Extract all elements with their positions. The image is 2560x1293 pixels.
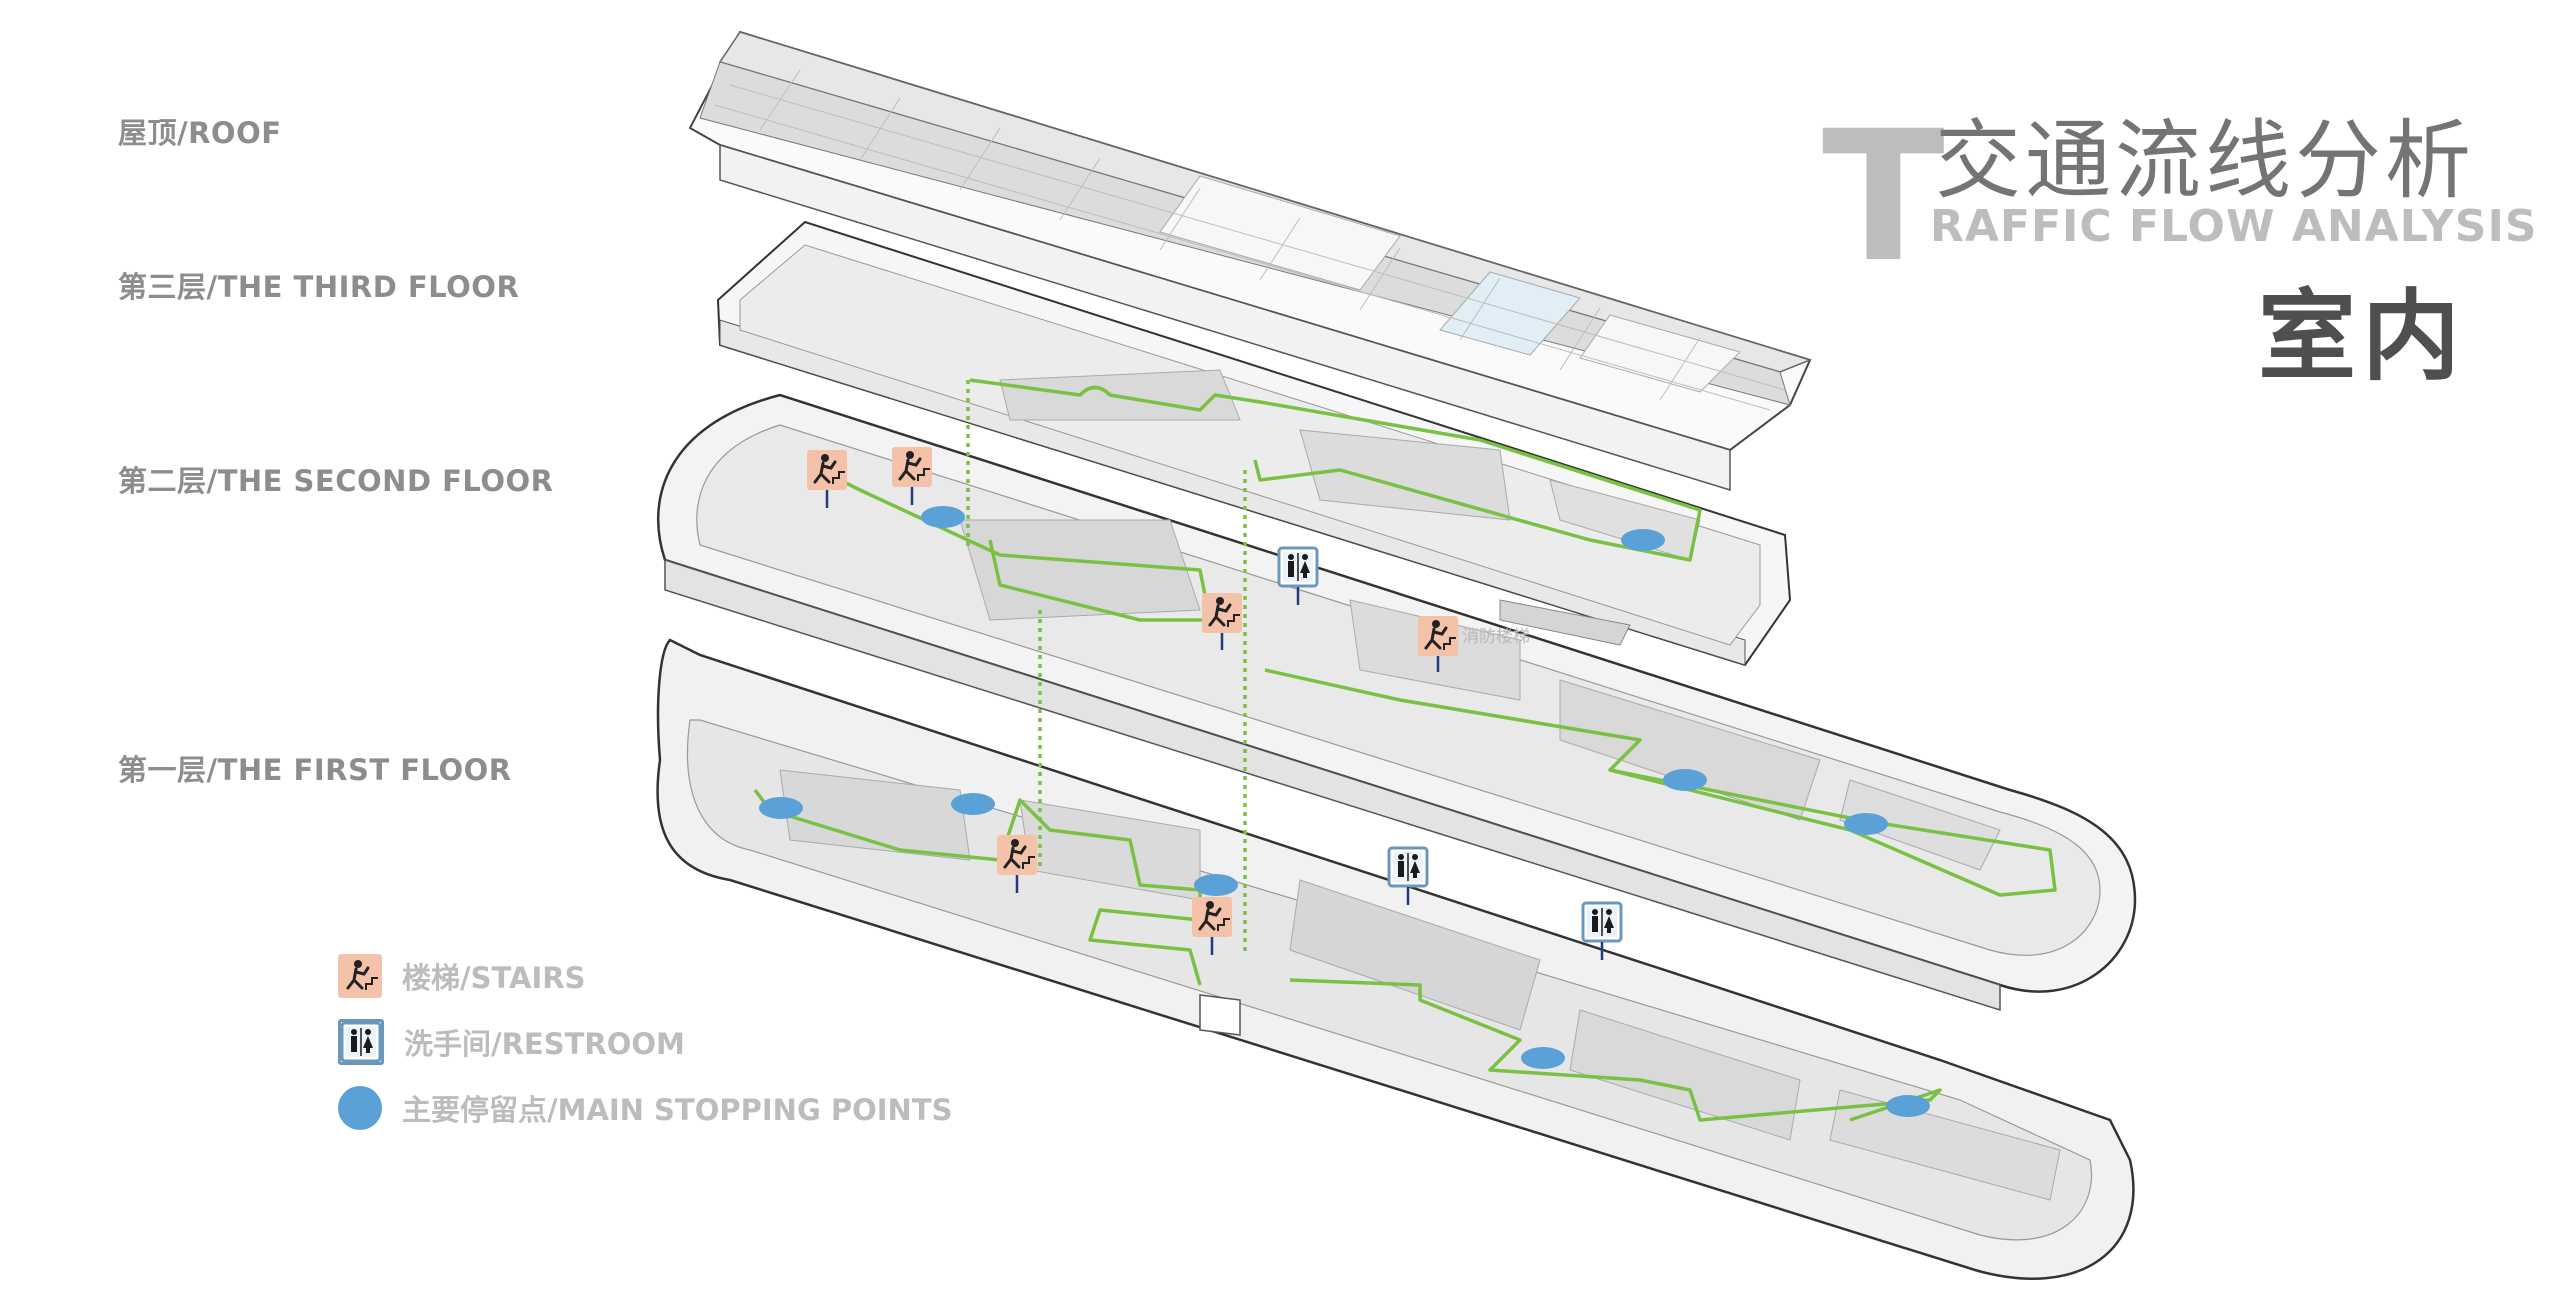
first-floor-slab (656, 638, 2135, 1280)
title-en: RAFFIC FLOW ANALYSIS (1930, 201, 2538, 252)
stairs-icon (338, 954, 382, 998)
title-cn: 交通流线分析 (1935, 111, 2475, 211)
restroom-icon (338, 1019, 384, 1065)
stop-point-dot (338, 1086, 382, 1130)
stop-point-second-mid (1663, 769, 1707, 791)
restroom-arrows (1296, 587, 1604, 960)
floor-label-first: 第一层/THE FIRST FLOOR (118, 753, 512, 787)
stop-point-first-4 (1521, 1047, 1565, 1069)
stairs-marker-3 (1200, 591, 1244, 635)
title-sub: 室内 (2258, 280, 2467, 394)
floor-label-third: 第三层/THE THIRD FLOOR (118, 270, 520, 304)
floor-label-second: 第二层/THE SECOND FLOOR (118, 464, 554, 498)
stopping-points (759, 506, 1930, 1117)
legend-stairs: 楼梯/STAIRS (338, 953, 585, 999)
legend-stops-label: 主要停留点/MAIN STOPPING POINTS (402, 1093, 953, 1127)
floor-label-roof: 屋顶/ROOF (118, 116, 282, 150)
title-initial: T (1822, 93, 1945, 302)
stop-point-first-1 (759, 797, 803, 819)
legend-restroom: 洗手间/RESTROOM (338, 1019, 685, 1065)
stairs-marker-2 (890, 445, 934, 489)
stairs-arrows (825, 487, 1440, 955)
stop-point-first-2 (951, 793, 995, 815)
stop-point-first-3 (1194, 874, 1238, 896)
legend-stops: 主要停留点/MAIN STOPPING POINTS (338, 1085, 952, 1131)
restroom-marker-2 (1387, 846, 1429, 888)
stairs-marker-1 (805, 448, 849, 492)
stop-point-second-right (1844, 813, 1888, 835)
fire-stairs-label: 消防楼梯 (1462, 627, 1530, 647)
stairs-marker-6 (1190, 895, 1234, 939)
legend-stairs-label: 楼梯/STAIRS (402, 961, 586, 995)
route-first-floor (753, 788, 1942, 1122)
stairs-marker-4 (1416, 614, 1460, 658)
stop-point-third-right (1621, 529, 1665, 551)
stairs-marker-5 (995, 833, 1039, 877)
stop-point-first-5 (1886, 1095, 1930, 1117)
third-floor-slab (716, 220, 1792, 667)
stop-point-second-left (921, 506, 965, 528)
restroom-marker-3 (1581, 901, 1623, 943)
roof-slab (688, 30, 1813, 492)
legend-restroom-label: 洗手间/RESTROOM (404, 1027, 685, 1061)
restroom-marker-1 (1277, 546, 1319, 588)
